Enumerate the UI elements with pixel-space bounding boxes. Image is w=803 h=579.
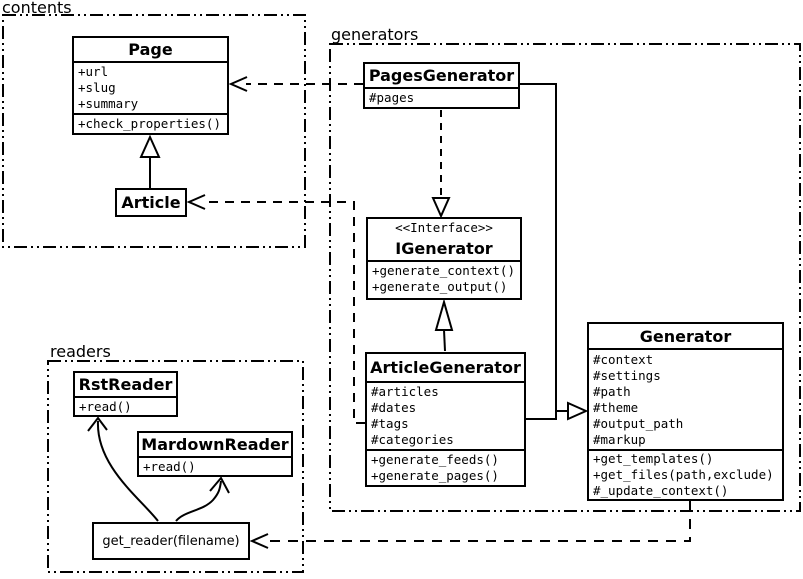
class-article-generator-title: ArticleGenerator bbox=[370, 358, 521, 377]
package-contents-border bbox=[2, 14, 306, 248]
attribute: #dates bbox=[371, 400, 417, 415]
function-box-get-reader: get_reader(filename) bbox=[92, 522, 250, 560]
class-igenerator-title: IGenerator bbox=[395, 238, 493, 258]
function-box-get-reader-label: get_reader(filename) bbox=[102, 533, 240, 549]
class-pages-generator-attributes: #pages bbox=[365, 87, 518, 107]
attribute: +summary bbox=[78, 96, 139, 111]
attribute: #context bbox=[593, 352, 654, 367]
class-article-generator-attributes: #articles #dates #tags #categories bbox=[367, 381, 524, 449]
method: #_update_context() bbox=[593, 483, 729, 498]
package-label-generators: generators bbox=[331, 25, 419, 44]
package-generators-border bbox=[329, 43, 801, 512]
package-label-contents: contents bbox=[2, 0, 72, 17]
method: +read() bbox=[79, 399, 132, 414]
edge-getreader-rstreader-arrow bbox=[87, 416, 159, 522]
package-label-readers: readers bbox=[50, 342, 111, 361]
edge-generators-generator-generalization bbox=[520, 83, 589, 421]
class-page-methods: +check_properties() bbox=[74, 113, 227, 133]
class-generator-methods: +get_templates() +get_files(path,exclude… bbox=[589, 449, 782, 499]
attribute: #settings bbox=[593, 368, 661, 383]
class-igenerator-head: <<Interface>> IGenerator bbox=[368, 219, 520, 260]
method: +generate_pages() bbox=[371, 468, 499, 483]
attribute: #categories bbox=[371, 432, 454, 447]
class-pages-generator-title: PagesGenerator bbox=[368, 66, 515, 85]
attribute: #theme bbox=[593, 400, 639, 415]
edge-articlegenerator-article-dependency bbox=[186, 194, 365, 424]
class-rst-reader-methods: +read() bbox=[75, 396, 176, 415]
class-article: Article bbox=[115, 188, 187, 217]
attribute: #markup bbox=[593, 432, 646, 447]
method: +generate_output() bbox=[372, 279, 508, 294]
edge-pagesgenerator-igenerator-realization bbox=[431, 110, 451, 219]
attribute: #path bbox=[593, 384, 631, 399]
class-generator-attributes: #context #settings #path #theme #output_… bbox=[589, 348, 782, 449]
method: +generate_feeds() bbox=[371, 452, 499, 467]
edge-pagesgenerator-page-dependency bbox=[228, 76, 363, 92]
package-readers-border bbox=[47, 360, 304, 573]
method: +read() bbox=[143, 459, 196, 474]
class-mardown-reader-title: MardownReader bbox=[141, 435, 289, 454]
edge-getreader-mardownreader-arrow bbox=[175, 476, 230, 522]
attribute: #tags bbox=[371, 416, 409, 431]
attribute: +url bbox=[78, 64, 109, 79]
class-article-title: Article bbox=[121, 193, 181, 212]
class-generator: Generator #context #settings #path #them… bbox=[587, 322, 784, 501]
edge-article-page-generalization bbox=[139, 134, 161, 188]
class-mardown-reader-methods: +read() bbox=[139, 456, 291, 475]
class-page-title: Page bbox=[128, 40, 173, 59]
class-igenerator-stereotype: <<Interface>> bbox=[395, 220, 493, 235]
edge-articlegenerator-igenerator-generalization bbox=[434, 298, 454, 352]
attribute: #articles bbox=[371, 384, 439, 399]
class-article-generator-methods: +generate_feeds() +generate_pages() bbox=[367, 449, 524, 485]
attribute: #output_path bbox=[593, 416, 684, 431]
class-page-attributes: +url +slug +summary bbox=[74, 61, 227, 113]
edge-generator-getreader-dependency bbox=[249, 501, 691, 549]
class-article-generator: ArticleGenerator #articles #dates #tags … bbox=[365, 352, 526, 487]
class-pages-generator: PagesGenerator #pages bbox=[363, 62, 520, 109]
method: +generate_context() bbox=[372, 263, 515, 278]
class-igenerator: <<Interface>> IGenerator +generate_conte… bbox=[366, 217, 522, 300]
attribute: +slug bbox=[78, 80, 116, 95]
class-rst-reader-title: RstReader bbox=[78, 375, 173, 394]
method: +check_properties() bbox=[78, 116, 221, 131]
class-rst-reader: RstReader +read() bbox=[73, 371, 178, 417]
class-page: Page +url +slug +summary +check_properti… bbox=[72, 36, 229, 135]
class-generator-title: Generator bbox=[639, 326, 732, 346]
class-mardown-reader: MardownReader +read() bbox=[137, 431, 293, 477]
method: +get_files(path,exclude) bbox=[593, 467, 774, 482]
class-igenerator-methods: +generate_context() +generate_output() bbox=[368, 260, 520, 298]
attribute: #pages bbox=[369, 90, 415, 105]
method: +get_templates() bbox=[593, 451, 714, 466]
